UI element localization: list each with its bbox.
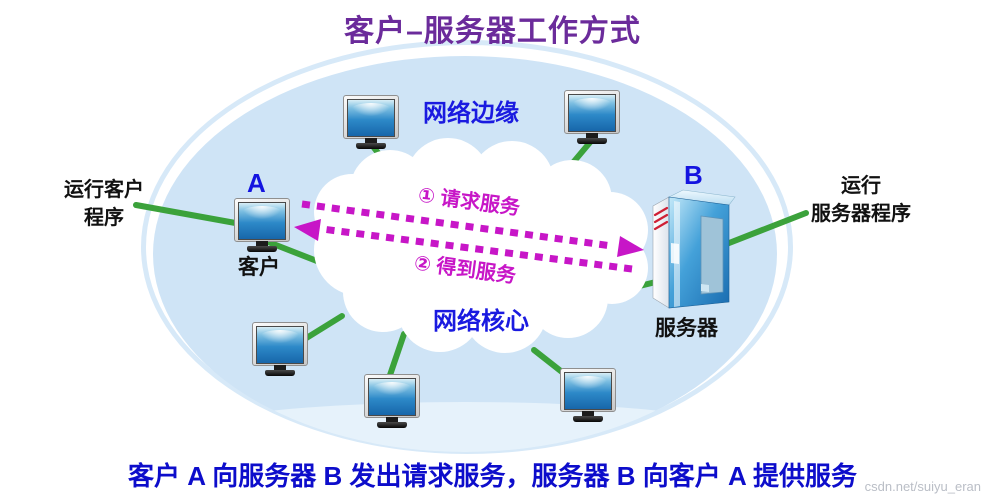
request-arrowhead-icon: [617, 236, 644, 257]
server-side-note: 运行 服务器程序: [790, 172, 932, 228]
link-server-to-servernote: [721, 210, 809, 248]
client-side-note-line2: 程序: [84, 207, 124, 229]
client-label: 客户: [238, 256, 280, 279]
link-bottommid-pc-to-cloud: [386, 331, 407, 381]
response-arrow-line: [321, 225, 633, 273]
client-computer-icon: [234, 198, 290, 252]
request-arrow-line: [301, 200, 613, 250]
client-side-note: 运行客户 程序: [46, 176, 162, 232]
client-side-note-line1: 运行客户: [64, 179, 144, 201]
computer-icon: [252, 322, 308, 376]
network-core-label: 网络核心: [433, 308, 529, 335]
computer-icon: [564, 90, 620, 144]
watermark: csdn.net/suiyu_eran: [864, 479, 981, 494]
server-side-note-line2: 服务器程序: [811, 203, 911, 225]
server-label: 服务器: [655, 317, 718, 340]
link-bottomright-pc-to-cloud: [531, 347, 565, 375]
computer-icon: [364, 374, 420, 428]
bottom-caption: 客户 A 向服务器 B 发出请求服务，服务器 B 向客户 A 提供服务: [128, 461, 857, 491]
computer-icon: [343, 95, 399, 149]
link-clientnote-to-A: [133, 202, 255, 229]
computer-icon: [560, 368, 616, 422]
server-letter: B: [684, 160, 703, 190]
page-title: 客户–服务器工作方式: [344, 15, 641, 48]
server-side-note-line1: 运行: [841, 175, 881, 197]
client-letter: A: [247, 168, 266, 198]
response-arrowhead-icon: [294, 219, 321, 241]
server-tower-icon: [645, 188, 737, 319]
network-edge-label: 网络边缘: [423, 100, 519, 127]
